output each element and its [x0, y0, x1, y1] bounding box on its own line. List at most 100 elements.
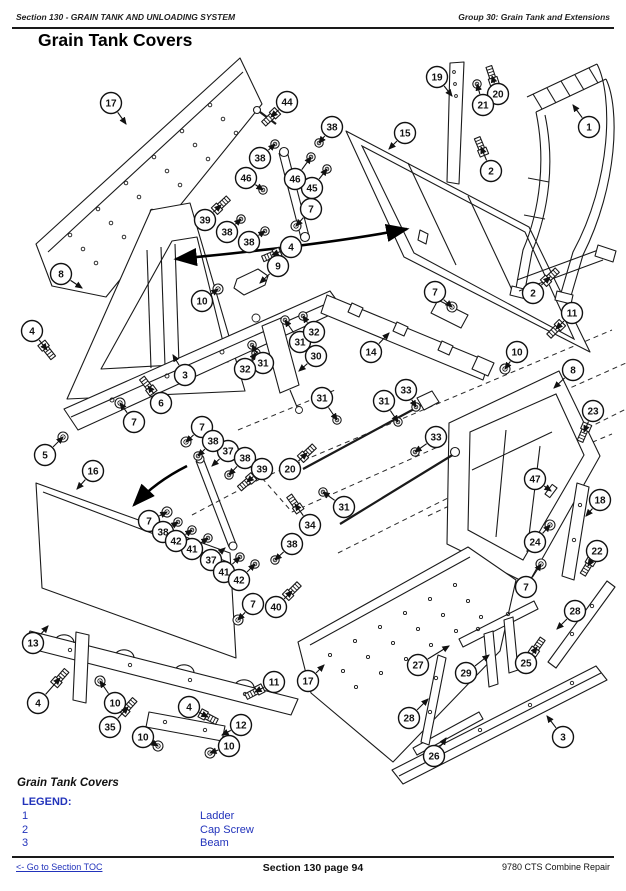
toc-link[interactable]: <- Go to Section TOC — [16, 862, 103, 872]
svg-text:7: 7 — [432, 288, 438, 299]
damper-30 — [251, 313, 303, 414]
perforated-panel-holes — [327, 582, 484, 690]
callout-10: 10 — [190, 288, 219, 313]
svg-text:47: 47 — [529, 475, 541, 486]
svg-text:10: 10 — [511, 348, 523, 359]
svg-text:3: 3 — [560, 733, 566, 744]
svg-text:17: 17 — [302, 677, 314, 688]
panel-17 — [35, 57, 263, 298]
svg-text:6: 6 — [158, 399, 164, 410]
callout-29: 29 — [454, 654, 490, 685]
callout-32: 32 — [302, 315, 326, 344]
svg-text:37: 37 — [222, 447, 234, 458]
page-footer: <- Go to Section TOC Section 130 page 94… — [16, 862, 610, 874]
svg-text:30: 30 — [310, 352, 322, 363]
legend: LEGEND: 1 Ladder 2 Cap Screw 3 Beam — [22, 796, 582, 851]
callout-23: 23 — [581, 399, 605, 434]
callout-7: 7 — [423, 280, 453, 308]
callout-32: 32 — [233, 352, 257, 381]
bolt-part — [485, 65, 500, 87]
manual-name: 9780 CTS Combine Repair — [501, 862, 610, 872]
svg-text:5: 5 — [42, 451, 48, 462]
svg-text:13: 13 — [27, 639, 39, 650]
svg-text:31: 31 — [338, 503, 350, 514]
svg-text:31: 31 — [257, 359, 269, 370]
svg-text:41: 41 — [218, 568, 230, 579]
callout-26: 26 — [422, 737, 447, 768]
svg-text:10: 10 — [196, 297, 208, 308]
header-rule — [12, 27, 614, 29]
svg-text:38: 38 — [254, 154, 266, 165]
svg-text:25: 25 — [520, 659, 532, 670]
callout-11: 11 — [555, 301, 584, 330]
legend-row: 2 Cap Screw — [22, 824, 582, 838]
svg-text:44: 44 — [281, 98, 293, 109]
callout-15: 15 — [388, 121, 417, 150]
bolt-part — [37, 339, 57, 361]
callout-34: 34 — [294, 503, 322, 537]
svg-text:16: 16 — [87, 467, 99, 478]
svg-text:2: 2 — [530, 289, 536, 300]
svg-text:29: 29 — [460, 669, 472, 680]
callout-4: 4 — [20, 319, 48, 351]
header-section-label: Section 130 - GRAIN TANK AND UNLOADING S… — [16, 12, 236, 22]
strip-13 — [23, 630, 299, 716]
svg-text:34: 34 — [304, 521, 316, 532]
svg-text:41: 41 — [186, 545, 198, 556]
bars-bottom-right — [412, 482, 616, 756]
callout-38: 38 — [274, 532, 304, 561]
svg-text:20: 20 — [284, 465, 296, 476]
svg-text:38: 38 — [286, 540, 298, 551]
callout-6: 6 — [147, 385, 173, 415]
rod-assembly-upper — [302, 390, 440, 470]
rod-assembly-lower — [339, 446, 461, 525]
callout-38: 38 — [215, 218, 242, 244]
callout-3: 3 — [546, 715, 575, 749]
callout-33: 33 — [394, 378, 418, 408]
svg-text:37: 37 — [205, 556, 217, 567]
svg-text:7: 7 — [131, 418, 137, 429]
legend-item-number: 1 — [22, 810, 29, 822]
svg-text:19: 19 — [431, 73, 443, 84]
svg-text:33: 33 — [430, 433, 442, 444]
svg-text:10: 10 — [137, 733, 149, 744]
callout-1: 1 — [572, 104, 601, 139]
callout-44: 44 — [270, 90, 299, 118]
svg-text:1: 1 — [586, 123, 592, 134]
bar-19 — [446, 61, 465, 185]
page-number: Section 130 page 94 — [262, 862, 364, 874]
svg-text:38: 38 — [221, 228, 233, 239]
callout-10: 10 — [504, 340, 529, 370]
callout-38: 38 — [197, 429, 225, 457]
callout-5: 5 — [33, 436, 64, 467]
perforated-panel — [297, 546, 517, 763]
svg-text:38: 38 — [157, 528, 169, 539]
bolt-part — [473, 136, 490, 158]
svg-text:24: 24 — [529, 538, 541, 549]
callout-10: 10 — [131, 725, 159, 749]
svg-text:7: 7 — [199, 423, 205, 434]
callout-9: 9 — [259, 254, 290, 284]
svg-text:8: 8 — [570, 366, 576, 377]
svg-text:40: 40 — [270, 603, 282, 614]
callout-38: 38 — [228, 446, 257, 476]
callout-25: 25 — [514, 646, 538, 675]
callout-42: 42 — [164, 529, 193, 553]
svg-text:7: 7 — [523, 583, 529, 594]
panel-17-holes — [67, 102, 239, 266]
svg-text:18: 18 — [594, 496, 606, 507]
callout-22: 22 — [585, 539, 609, 567]
svg-text:8: 8 — [58, 270, 64, 281]
callout-45: 45 — [300, 168, 328, 200]
legend-item-number: 3 — [22, 837, 29, 849]
callout-39: 39 — [193, 204, 222, 232]
svg-text:38: 38 — [326, 123, 338, 134]
svg-text:26: 26 — [428, 752, 440, 763]
callout-47: 47 — [523, 467, 552, 492]
callout-14: 14 — [359, 332, 390, 364]
cover-16 — [35, 482, 237, 659]
svg-text:21: 21 — [477, 101, 489, 112]
svg-text:20: 20 — [492, 90, 504, 101]
callout-40: 40 — [264, 590, 293, 619]
